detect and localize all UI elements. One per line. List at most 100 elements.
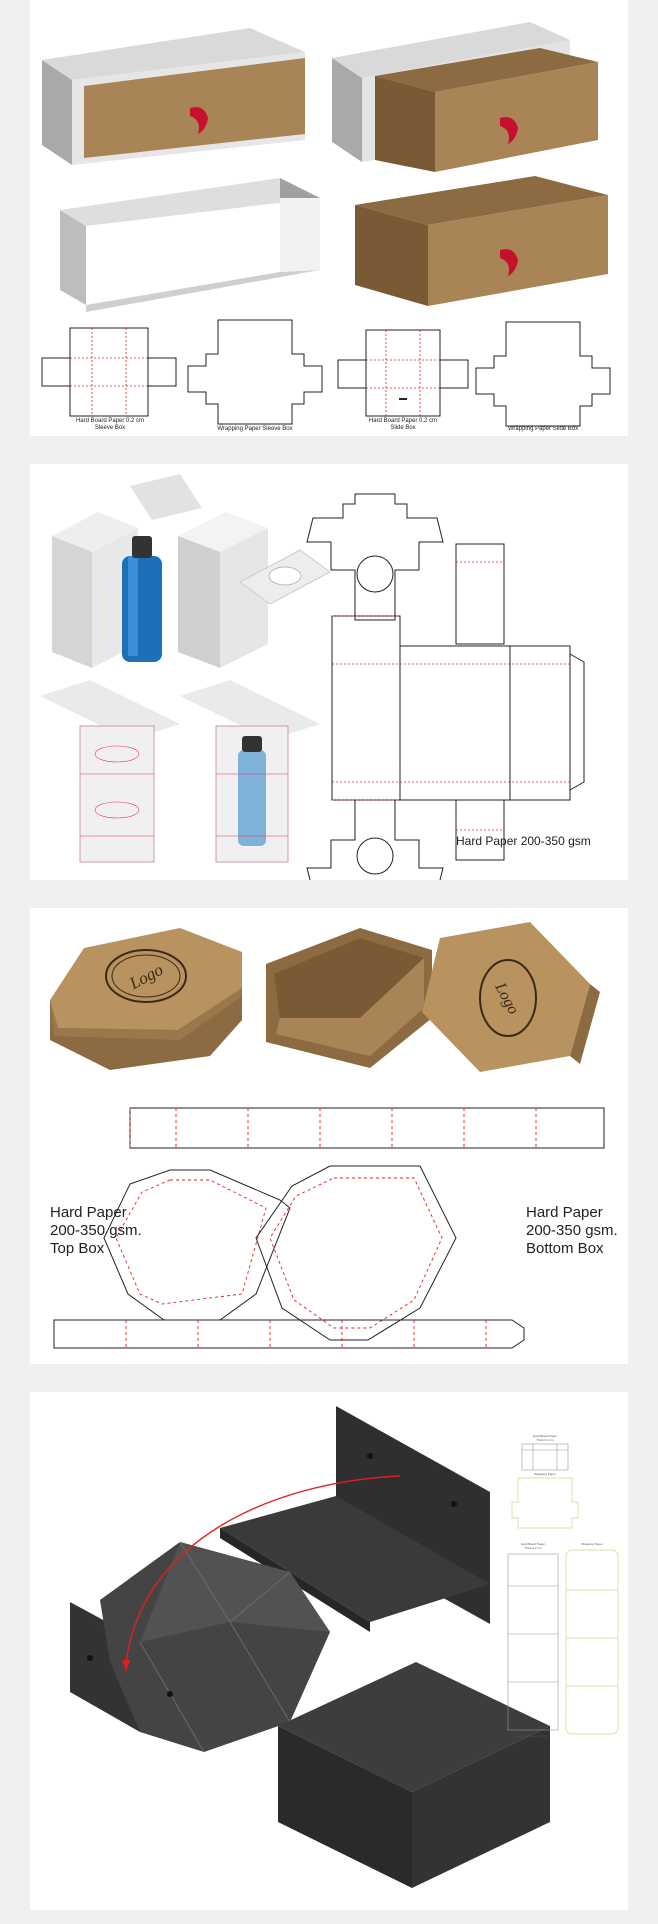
bottle-cap-icon	[132, 536, 152, 558]
hex-lid-standing	[422, 922, 590, 1072]
bottom-box-label: Hard Paper 200-350 gsm. Bottom Box	[526, 1204, 618, 1258]
hex-strip-bottom-dieline	[53, 1319, 525, 1349]
sleeve-box-illustration	[41, 22, 611, 427]
hex-lid-edge	[50, 988, 242, 1040]
closed-box-left	[278, 1726, 412, 1888]
label-line: Thick 0.2 cm	[524, 1546, 542, 1550]
hex-strip-top-folds	[129, 1108, 537, 1148]
label-line: Hard Board Paper 0.2 cm	[75, 418, 145, 424]
sleeve-dieline	[41, 327, 177, 417]
bottle-inside-icon	[238, 750, 266, 846]
fold-crease-lines	[139, 1541, 291, 1753]
hex-strip-top-dieline	[129, 1107, 605, 1149]
open-sleeve-bottom	[86, 270, 320, 312]
hex-strip-bottom-folds	[125, 1320, 487, 1348]
lid-flat	[220, 1496, 490, 1622]
clear-box-insert-lines	[80, 745, 154, 837]
slide-fold-lines	[366, 330, 440, 416]
wrapping-slide-dieline	[475, 321, 611, 427]
hex-top-folds	[115, 1179, 267, 1305]
hex-lid-standing-edge	[570, 984, 600, 1064]
label-line: Hard Board Paper 0.2 cm	[368, 418, 438, 424]
label-line: 200-350 gsm.	[526, 1222, 618, 1239]
arrow-head-icon	[122, 1660, 130, 1672]
open-box-side	[178, 536, 220, 668]
sleeve-end	[332, 58, 362, 162]
magnet-dot	[167, 1691, 173, 1697]
slide-end	[375, 76, 435, 172]
open-box-rim	[178, 512, 268, 552]
open-box-front	[220, 528, 268, 668]
hard-paper-label: Hard Paper 200-350 gsm	[456, 834, 591, 848]
sleeve-fold-lines	[70, 328, 148, 416]
closed-box-top	[52, 512, 138, 552]
mini-dieline-bottom	[507, 1553, 559, 1731]
slide-box-top	[355, 176, 608, 225]
clear-box-insert-lines	[216, 773, 288, 837]
label-line: Hard Board Paper	[532, 1434, 558, 1438]
wrapping-sleeve-dieline	[187, 319, 323, 425]
closed-box-top	[278, 1662, 550, 1792]
hexagon-box-panel: Logo Logo	[30, 908, 628, 1364]
mini-label: Wrapping Paper	[515, 1472, 575, 1476]
slide-dieline	[337, 329, 469, 417]
insert-hole	[268, 566, 302, 586]
magnetic-box-panel: Hard Board Paper Thick 0.2 cm Wrapping P…	[30, 1392, 628, 1910]
label-line: Round Magnet 1.5 cm	[518, 1734, 548, 1738]
label-line: Sleeve Box	[94, 425, 126, 431]
label-wrapping-sleeve: Wrapping Paper Sleeve Box	[205, 426, 305, 433]
slide-front	[435, 62, 598, 172]
bottle-cap-icon	[242, 736, 262, 752]
ribbon-pull-icon	[500, 117, 518, 144]
open-box-flap	[130, 474, 202, 520]
sleeve-box-end	[42, 60, 72, 165]
hex-bottom-folds	[269, 1177, 443, 1329]
folding-box-top	[140, 1542, 330, 1642]
magnet-dot	[367, 1453, 373, 1459]
label-line: Slide Box	[390, 425, 416, 431]
mini-dieline-top	[521, 1443, 569, 1471]
label-slide-box: Hard Board Paper 0.2 cm Slide Box	[353, 418, 453, 432]
open-sleeve-top	[60, 178, 320, 226]
label-sleeve-box: Hard Board Paper 0.2 cm Sleeve Box	[60, 418, 160, 432]
open-sleeve-left	[60, 210, 86, 305]
hex-bottom-wall	[276, 958, 424, 1056]
bottle-box-fold-lines	[332, 561, 570, 831]
magnetic-box-illustration	[70, 1406, 619, 1888]
hex-lid-top	[50, 928, 242, 1030]
mini-wrapping-dieline-top	[511, 1477, 579, 1529]
hex-bottom-inner	[274, 938, 424, 1018]
label-line: 200-350 gsm.	[50, 1222, 142, 1239]
hex-bottom-dieline	[255, 1165, 457, 1341]
magnet-dot	[451, 1501, 457, 1507]
closed-box-side	[52, 536, 92, 668]
bottle-highlight	[128, 556, 138, 656]
bottle-box-panel: Hard Paper 200-350 gsm	[30, 464, 628, 880]
hexagon-box-illustration: Logo Logo	[50, 922, 605, 1349]
magnet-dot	[87, 1655, 93, 1661]
sleeve-top	[332, 22, 570, 78]
clear-box	[79, 725, 155, 863]
logo-seal-icon	[479, 959, 537, 1037]
mini-label: Round Magnet 1.5 cm	[503, 1734, 563, 1738]
logo-seal-icon	[105, 949, 187, 1003]
slide-box-end	[355, 205, 428, 306]
slide-top-edge	[375, 48, 598, 92]
label-line: Hard Paper	[50, 1204, 127, 1221]
label-line: Top Box	[50, 1240, 105, 1257]
open-sleeve-right	[280, 198, 320, 272]
ribbon-slot	[399, 398, 407, 400]
label-line: Wrapping Paper Slide Box	[507, 426, 579, 432]
label-line: Wrapping Paper	[534, 1472, 556, 1476]
mini-label: Hard Board Paper Thick 0.2 cm	[503, 1542, 563, 1550]
label-line: Hard Paper	[526, 1204, 603, 1221]
label-line: Wrapping Paper	[581, 1542, 603, 1546]
label-line: Hard Board Paper	[520, 1542, 546, 1546]
mini-label: Wrapping Paper	[562, 1542, 622, 1546]
label-line: Bottom Box	[526, 1240, 604, 1257]
label-wrapping-slide: Wrapping Paper Slide Box	[493, 426, 593, 433]
mini-wrapping-dieline-bottom	[565, 1549, 619, 1735]
mini-label: Hard Board Paper Thick 0.2 cm	[515, 1434, 575, 1442]
sleeve-box-panel: Hard Board Paper 0.2 cm Sleeve Box Wrapp…	[30, 0, 628, 436]
sleeve-box-top	[42, 28, 305, 80]
